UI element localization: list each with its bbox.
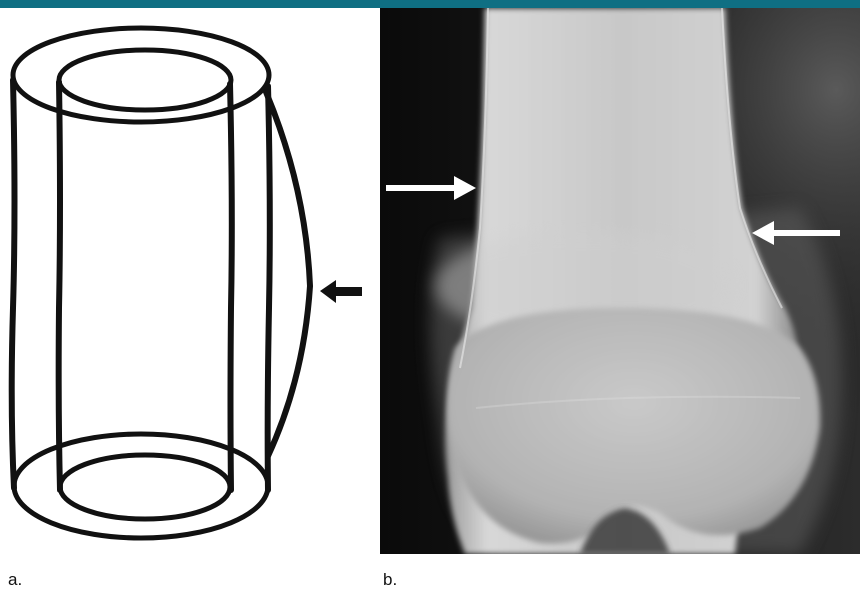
inner-left-wall (59, 82, 60, 490)
panel-b-label: b. (383, 570, 397, 590)
outer-right-wall (268, 86, 270, 490)
xray-image (380, 8, 860, 554)
top-bar (0, 0, 860, 8)
left-arrow-icon (320, 280, 362, 303)
inner-bottom-ellipse (60, 455, 230, 519)
inner-top-ellipse (59, 50, 231, 110)
periosteal-bulge (266, 92, 310, 456)
inner-right-wall (230, 84, 232, 490)
panel-a-label: a. (8, 570, 22, 590)
outer-left-wall (12, 80, 15, 488)
cylinder-diagram (0, 8, 370, 560)
